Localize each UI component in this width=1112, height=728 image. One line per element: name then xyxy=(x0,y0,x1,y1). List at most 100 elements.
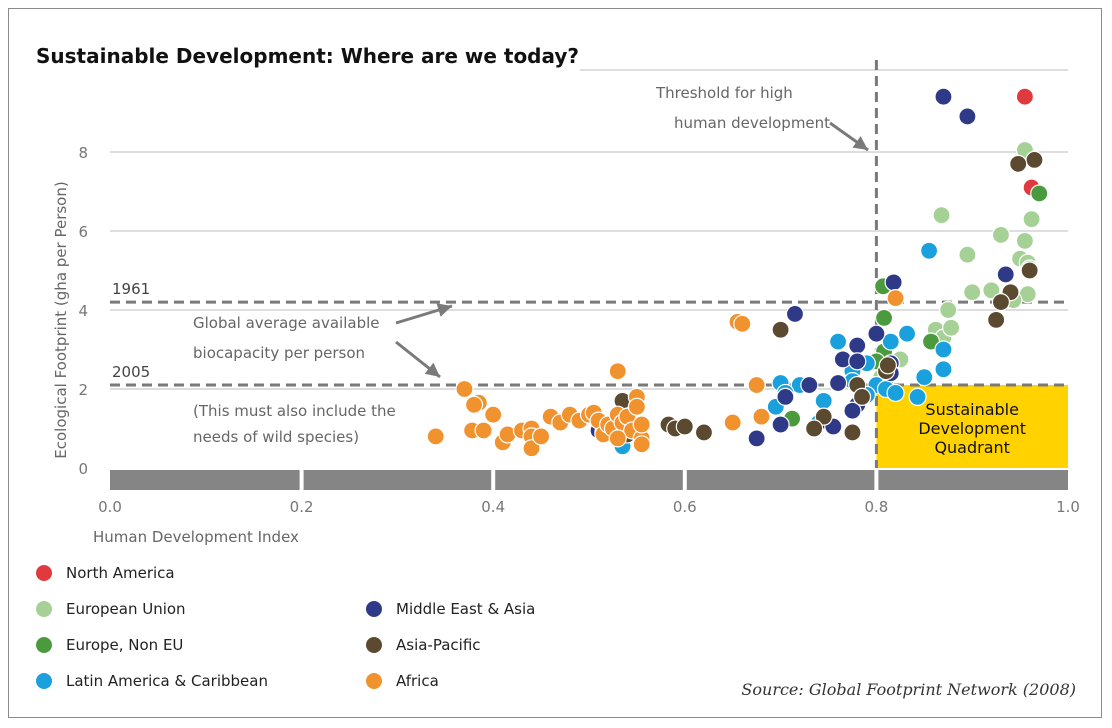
legend-item: Latin America & Caribbean xyxy=(36,672,268,690)
legend-item: North America xyxy=(36,564,175,582)
data-point xyxy=(934,360,953,379)
data-point xyxy=(694,423,714,442)
legend-marker xyxy=(366,673,382,689)
data-point xyxy=(886,383,905,403)
x-axis-bar-segment xyxy=(110,470,300,490)
data-point xyxy=(800,375,819,395)
data-point xyxy=(878,356,897,375)
data-point xyxy=(785,304,805,324)
data-point xyxy=(828,373,848,393)
data-point xyxy=(934,87,953,106)
y-axis-label: Ecological Footprint (gha per Person) xyxy=(52,181,70,458)
quadrant-label: Sustainable xyxy=(925,400,1019,419)
data-point xyxy=(522,439,541,458)
data-point xyxy=(484,405,503,424)
biocapacity-label-line: Global average available xyxy=(193,314,380,332)
y-tick-label: 4 xyxy=(78,302,88,320)
x-axis-label: Human Development Index xyxy=(93,528,299,546)
legend-item: Africa xyxy=(366,672,439,690)
x-tick-label: 0.6 xyxy=(673,498,697,516)
x-axis-bar-segment xyxy=(303,470,492,490)
data-point xyxy=(848,352,867,371)
x-tick-label: 0.2 xyxy=(290,498,314,516)
data-point xyxy=(474,421,493,440)
data-point xyxy=(991,293,1011,312)
x-tick-label: 0.4 xyxy=(481,498,505,516)
data-point xyxy=(747,375,766,395)
data-point xyxy=(897,324,917,343)
chart-title: Sustainable Development: Where are we to… xyxy=(36,44,580,68)
data-point xyxy=(881,332,900,351)
sustainable-quadrant xyxy=(876,385,1068,468)
wild-species-note-line: (This must also include the xyxy=(193,402,396,420)
legend-marker xyxy=(36,673,52,689)
legend-label: Middle East & Asia xyxy=(396,600,536,618)
x-tick-label: 1.0 xyxy=(1056,498,1080,516)
data-point xyxy=(886,289,905,308)
legend-marker xyxy=(36,601,52,617)
data-point xyxy=(932,206,951,225)
threshold-label-line: human development xyxy=(674,114,830,132)
data-point xyxy=(939,300,958,320)
data-point xyxy=(963,283,982,302)
quadrant-label: Development xyxy=(918,419,1026,438)
data-point xyxy=(464,395,484,414)
data-point xyxy=(426,427,445,446)
data-point xyxy=(915,368,934,387)
legend-item: Europe, Non EU xyxy=(36,636,183,654)
biocapacity-label-line: biocapacity per person xyxy=(193,344,365,362)
threshold-label-line: Threshold for high xyxy=(655,84,793,102)
data-point xyxy=(1009,154,1028,173)
data-point xyxy=(884,273,903,292)
data-point xyxy=(958,245,977,264)
legend-item: Middle East & Asia xyxy=(366,600,535,618)
data-point xyxy=(723,413,742,432)
chart-frame xyxy=(8,8,1102,718)
data-point xyxy=(675,417,694,436)
y-tick-label: 8 xyxy=(78,144,88,162)
legend-marker xyxy=(36,637,52,653)
data-point xyxy=(771,320,790,339)
data-point xyxy=(843,401,862,420)
data-point xyxy=(531,427,551,446)
data-point xyxy=(814,407,833,426)
data-point xyxy=(1015,87,1034,106)
data-point xyxy=(852,387,872,406)
wild-species-note-line: needs of wild species) xyxy=(193,428,359,446)
data-point xyxy=(828,332,848,351)
data-point xyxy=(1022,210,1041,229)
data-point xyxy=(814,391,833,410)
data-point xyxy=(1025,150,1044,169)
data-point xyxy=(843,423,862,442)
data-point xyxy=(848,336,867,355)
data-point xyxy=(627,397,647,416)
data-point xyxy=(987,310,1006,329)
legend-marker xyxy=(366,637,382,653)
data-point xyxy=(908,387,927,406)
legend-label: Latin America & Caribbean xyxy=(66,672,268,690)
data-point xyxy=(958,107,977,126)
data-point xyxy=(608,429,627,448)
x-axis-bar-segment xyxy=(495,470,683,490)
legend-label: Africa xyxy=(396,672,439,690)
legend-label: European Union xyxy=(66,600,186,618)
legend-item: Asia-Pacific xyxy=(366,636,481,654)
legend-marker xyxy=(36,565,52,581)
legend-label: North America xyxy=(66,564,175,582)
x-tick-label: 0.0 xyxy=(98,498,122,516)
y-tick-label: 2 xyxy=(78,381,88,399)
x-axis-bar-segment xyxy=(878,470,1068,490)
threshold-arrow-head xyxy=(852,136,868,150)
reference-label-2005: 2005 xyxy=(112,363,150,381)
data-point xyxy=(982,281,1001,300)
data-point xyxy=(632,435,651,454)
legend-marker xyxy=(366,601,382,617)
data-point xyxy=(867,324,886,343)
data-point xyxy=(805,419,824,438)
data-point xyxy=(455,379,474,399)
biocapacity-arrow-2005-head xyxy=(424,362,440,377)
data-point xyxy=(919,241,939,260)
x-axis-bar-segment xyxy=(686,470,875,490)
data-point xyxy=(1030,184,1049,203)
